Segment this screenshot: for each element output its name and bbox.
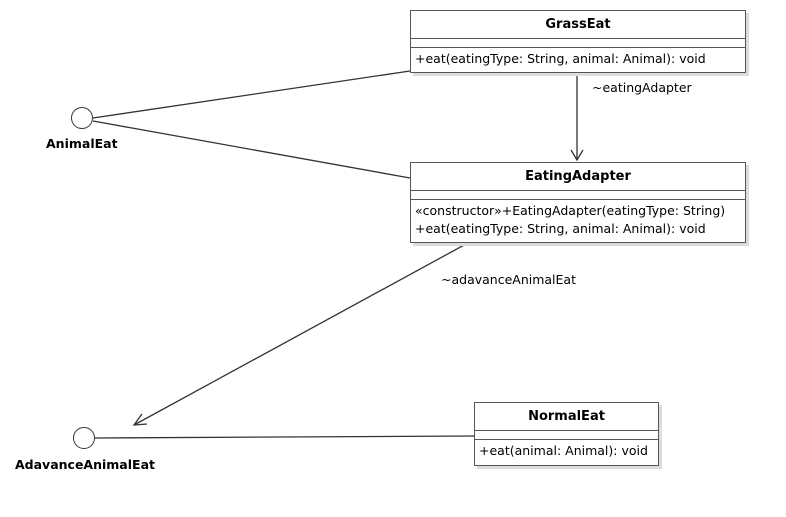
eating-adapter-role-label: ~eatingAdapter — [592, 80, 692, 95]
class-name: EatingAdapter — [411, 163, 745, 191]
advance-animaleat-interface-label: AdavanceAnimalEat — [15, 457, 155, 472]
animaleat-grasseat-link — [92, 70, 411, 119]
operation: +eat(eatingType: String, animal: Animal)… — [415, 221, 706, 236]
attributes-compartment — [411, 39, 745, 48]
association-arrowhead — [132, 413, 148, 426]
attributes-compartment — [411, 191, 745, 200]
operations-compartment: «constructor»+EatingAdapter(eatingType: … — [411, 200, 745, 240]
operations-compartment: +eat(eatingType: String, animal: Animal)… — [411, 48, 745, 70]
animaleat-eatingadapter-link — [92, 120, 411, 179]
normaleat-class[interactable]: NormalEat +eat(animal: Animal): void — [474, 402, 659, 466]
operation: «constructor»+EatingAdapter(eatingType: … — [415, 203, 726, 218]
animaleat-interface-label: AnimalEat — [46, 136, 118, 151]
animaleat-interface-circle[interactable] — [71, 107, 93, 129]
operation: +eat(eatingType: String, animal: Animal)… — [415, 51, 706, 66]
association-arrowhead — [570, 149, 584, 162]
eatingadapter-class[interactable]: EatingAdapter «constructor»+EatingAdapte… — [410, 162, 746, 243]
advance-animaleat-interface-circle[interactable] — [73, 427, 95, 449]
operations-compartment: +eat(animal: Animal): void — [475, 440, 658, 462]
operation: +eat(animal: Animal): void — [479, 443, 648, 458]
attributes-compartment — [475, 431, 658, 440]
adapter-advance-association — [133, 243, 467, 426]
grasseat-class[interactable]: GrassEat +eat(eatingType: String, animal… — [410, 10, 746, 73]
normaleat-advance-link — [94, 435, 475, 439]
class-name: GrassEat — [411, 11, 745, 39]
advance-role-label: ~adavanceAnimalEat — [441, 272, 576, 287]
class-name: NormalEat — [475, 403, 658, 431]
